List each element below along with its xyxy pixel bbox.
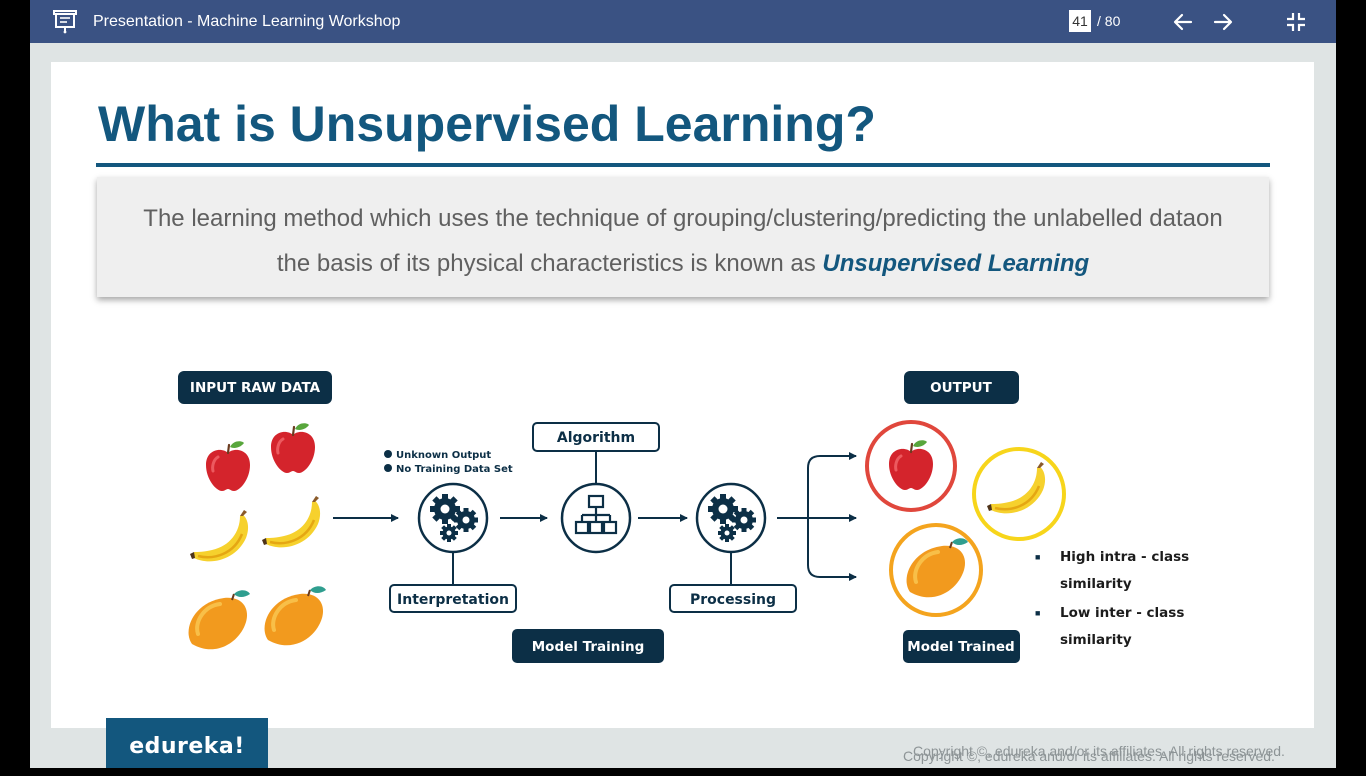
svg-text:Interpretation: Interpretation <box>397 592 509 608</box>
hierarchy-icon <box>574 494 618 535</box>
banana-cluster <box>972 447 1066 541</box>
note-low-inter-class-2: similarity <box>1060 632 1132 648</box>
apple-icon <box>269 421 317 475</box>
note-low-inter-class: Low inter - class <box>1060 605 1185 621</box>
banana-icon <box>188 508 250 563</box>
svg-text:OUTPUT: OUTPUT <box>930 380 993 396</box>
processing-label: Processing <box>669 584 797 613</box>
apple-icon <box>204 439 252 493</box>
model-training-label: Model Training <box>512 629 664 663</box>
interpretation-label: Interpretation <box>389 584 517 613</box>
copyright-text: Copyright ©, edureka and/or its affiliat… <box>913 743 1285 759</box>
svg-text:Model Training: Model Training <box>532 639 645 655</box>
svg-text:Processing: Processing <box>690 592 776 608</box>
svg-text:Unknown Output: Unknown Output <box>396 450 491 461</box>
unsupervised-learning-diagram: INPUT RAW DATA Unknown Output No Trainin… <box>178 371 1066 663</box>
algorithm-label: Algorithm <box>532 422 660 452</box>
presentation-title: Presentation - Machine Learning Workshop <box>93 13 401 30</box>
exit-fullscreen-icon[interactable] <box>1284 10 1308 34</box>
definition-line-2: the basis of its physical characteristic… <box>97 249 1269 279</box>
square-bullet-icon: ■ <box>1035 608 1041 618</box>
mango-icon <box>262 584 328 648</box>
title-underline <box>96 163 1270 167</box>
current-page-input[interactable]: 41 <box>1069 10 1091 32</box>
output-label: OUTPUT <box>904 371 1019 404</box>
definition-text: the basis of its physical characteristic… <box>276 250 823 277</box>
arrow-left-icon[interactable] <box>1171 10 1195 34</box>
note-high-intra-class-2: similarity <box>1060 576 1132 592</box>
svg-text:Model Trained: Model Trained <box>907 639 1014 655</box>
presentation-icon <box>53 10 77 34</box>
edureka-logo: edureka! <box>106 718 268 768</box>
model-trained-label: Model Trained <box>903 630 1020 663</box>
slide-title: What is Unsupervised Learning? <box>98 96 876 152</box>
square-bullet-icon: ■ <box>1035 552 1041 562</box>
total-pages: / 80 <box>1097 13 1121 29</box>
input-fruits <box>186 421 328 652</box>
note-high-intra-class: High intra - class <box>1060 549 1190 565</box>
definition-line-1: The learning method which uses the techn… <box>143 205 1223 232</box>
svg-text:Algorithm: Algorithm <box>557 430 635 446</box>
copyright-text-overlay: Copyright ©, edureka and/or its affiliat… <box>903 748 1275 764</box>
bullet-no-training-data: No Training Data Set <box>384 464 513 475</box>
slide: What is Unsupervised Learning? The learn… <box>51 62 1314 728</box>
svg-text:No Training Data Set: No Training Data Set <box>396 464 513 475</box>
presentation-toolbar: Presentation - Machine Learning Workshop… <box>30 0 1336 43</box>
bullet-unknown-output: Unknown Output <box>384 450 491 461</box>
banana-icon <box>260 494 322 549</box>
mango-icon <box>186 588 252 652</box>
input-raw-data-label: INPUT RAW DATA <box>178 371 332 404</box>
arrow-right-icon[interactable] <box>1211 10 1235 34</box>
definition-box: The learning method which uses the techn… <box>97 177 1269 297</box>
branch-arrows <box>777 452 857 581</box>
definition-emphasis: Unsupervised Learning <box>822 250 1090 277</box>
svg-text:INPUT RAW DATA: INPUT RAW DATA <box>190 380 321 396</box>
